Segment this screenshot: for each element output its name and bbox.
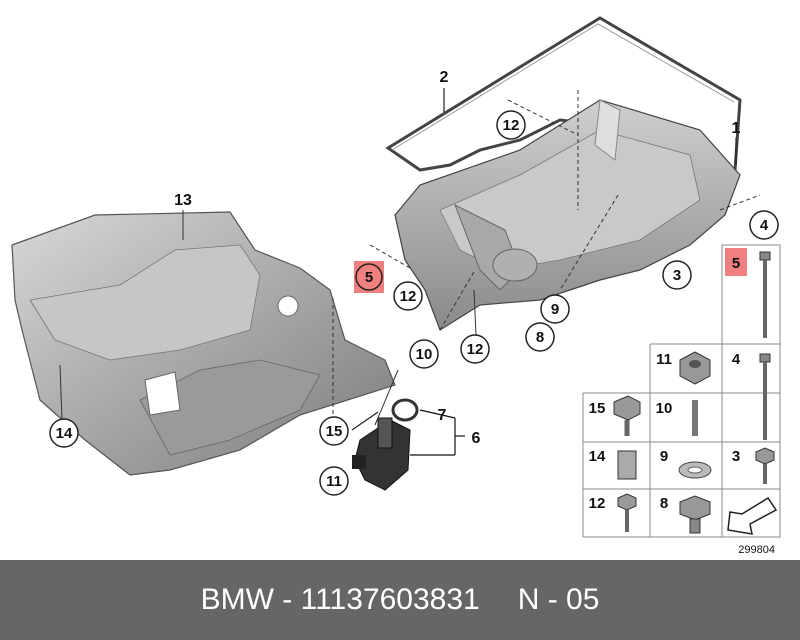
callout-15: 15 — [319, 416, 349, 446]
underbody-shield-illustration — [11, 210, 396, 476]
brand-name: BMW — [200, 583, 274, 616]
svg-text:8: 8 — [536, 329, 544, 346]
svg-text:10: 10 — [416, 346, 433, 363]
callout-9: 9 — [540, 294, 570, 324]
callout-12-bottom: 12 — [460, 334, 490, 364]
grid-label-14: 14 — [589, 448, 606, 465]
grid-label-5: 5 — [732, 255, 740, 272]
grid-label-8: 8 — [660, 495, 668, 512]
svg-text:4: 4 — [760, 217, 769, 234]
label-13: 13 — [174, 192, 192, 209]
label-2: 2 — [440, 69, 449, 86]
svg-text:12: 12 — [467, 341, 484, 358]
svg-text:12: 12 — [400, 288, 417, 305]
svg-text:12: 12 — [503, 117, 520, 134]
label-1: 1 — [732, 120, 741, 137]
leader-lines — [351, 88, 737, 431]
callout-4: 4 — [749, 210, 779, 240]
grid-label-10: 10 — [656, 400, 673, 417]
grid-label-3: 3 — [732, 448, 740, 465]
grid-label-9: 9 — [660, 448, 668, 465]
svg-text:9: 9 — [551, 301, 559, 318]
diagram-position: N - 05 — [517, 583, 600, 616]
diagram-reference-number: 299804 — [738, 544, 775, 556]
part-caption-bar: BMW - 11137603831 N - 05 — [0, 560, 800, 640]
svg-text:5: 5 — [365, 269, 373, 286]
label-6: 6 — [472, 430, 481, 447]
part-number: 11137603831 — [300, 583, 480, 616]
callout-3: 3 — [662, 260, 692, 290]
grid-label-15: 15 — [589, 400, 606, 417]
grid-label-11: 11 — [656, 351, 672, 368]
callout-12-top: 12 — [496, 110, 526, 140]
label-7: 7 — [438, 407, 447, 424]
svg-text:14: 14 — [56, 425, 73, 442]
parts-grid: 5 11 4 15 10 14 9 3 12 8 — [582, 244, 781, 538]
callout-12-left: 12 — [393, 281, 423, 311]
callout-11: 11 — [319, 466, 349, 496]
oil-level-sensor-illustration — [352, 369, 465, 491]
grid-label-4: 4 — [732, 351, 741, 368]
parts-diagram: 12 12 12 5 3 9 8 10 11 14 15 2 1 — [11, 16, 781, 556]
oil-pan-illustration — [369, 90, 761, 336]
caption-separator: - — [273, 583, 301, 616]
svg-text:3: 3 — [673, 267, 681, 284]
callout-8: 8 — [525, 322, 555, 352]
callout-5-highlighted: 5 — [354, 261, 384, 293]
svg-text:15: 15 — [326, 423, 343, 440]
svg-text:11: 11 — [326, 473, 342, 490]
callout-10: 10 — [409, 339, 439, 369]
callout-14: 14 — [49, 418, 79, 448]
grid-label-12: 12 — [589, 495, 606, 512]
